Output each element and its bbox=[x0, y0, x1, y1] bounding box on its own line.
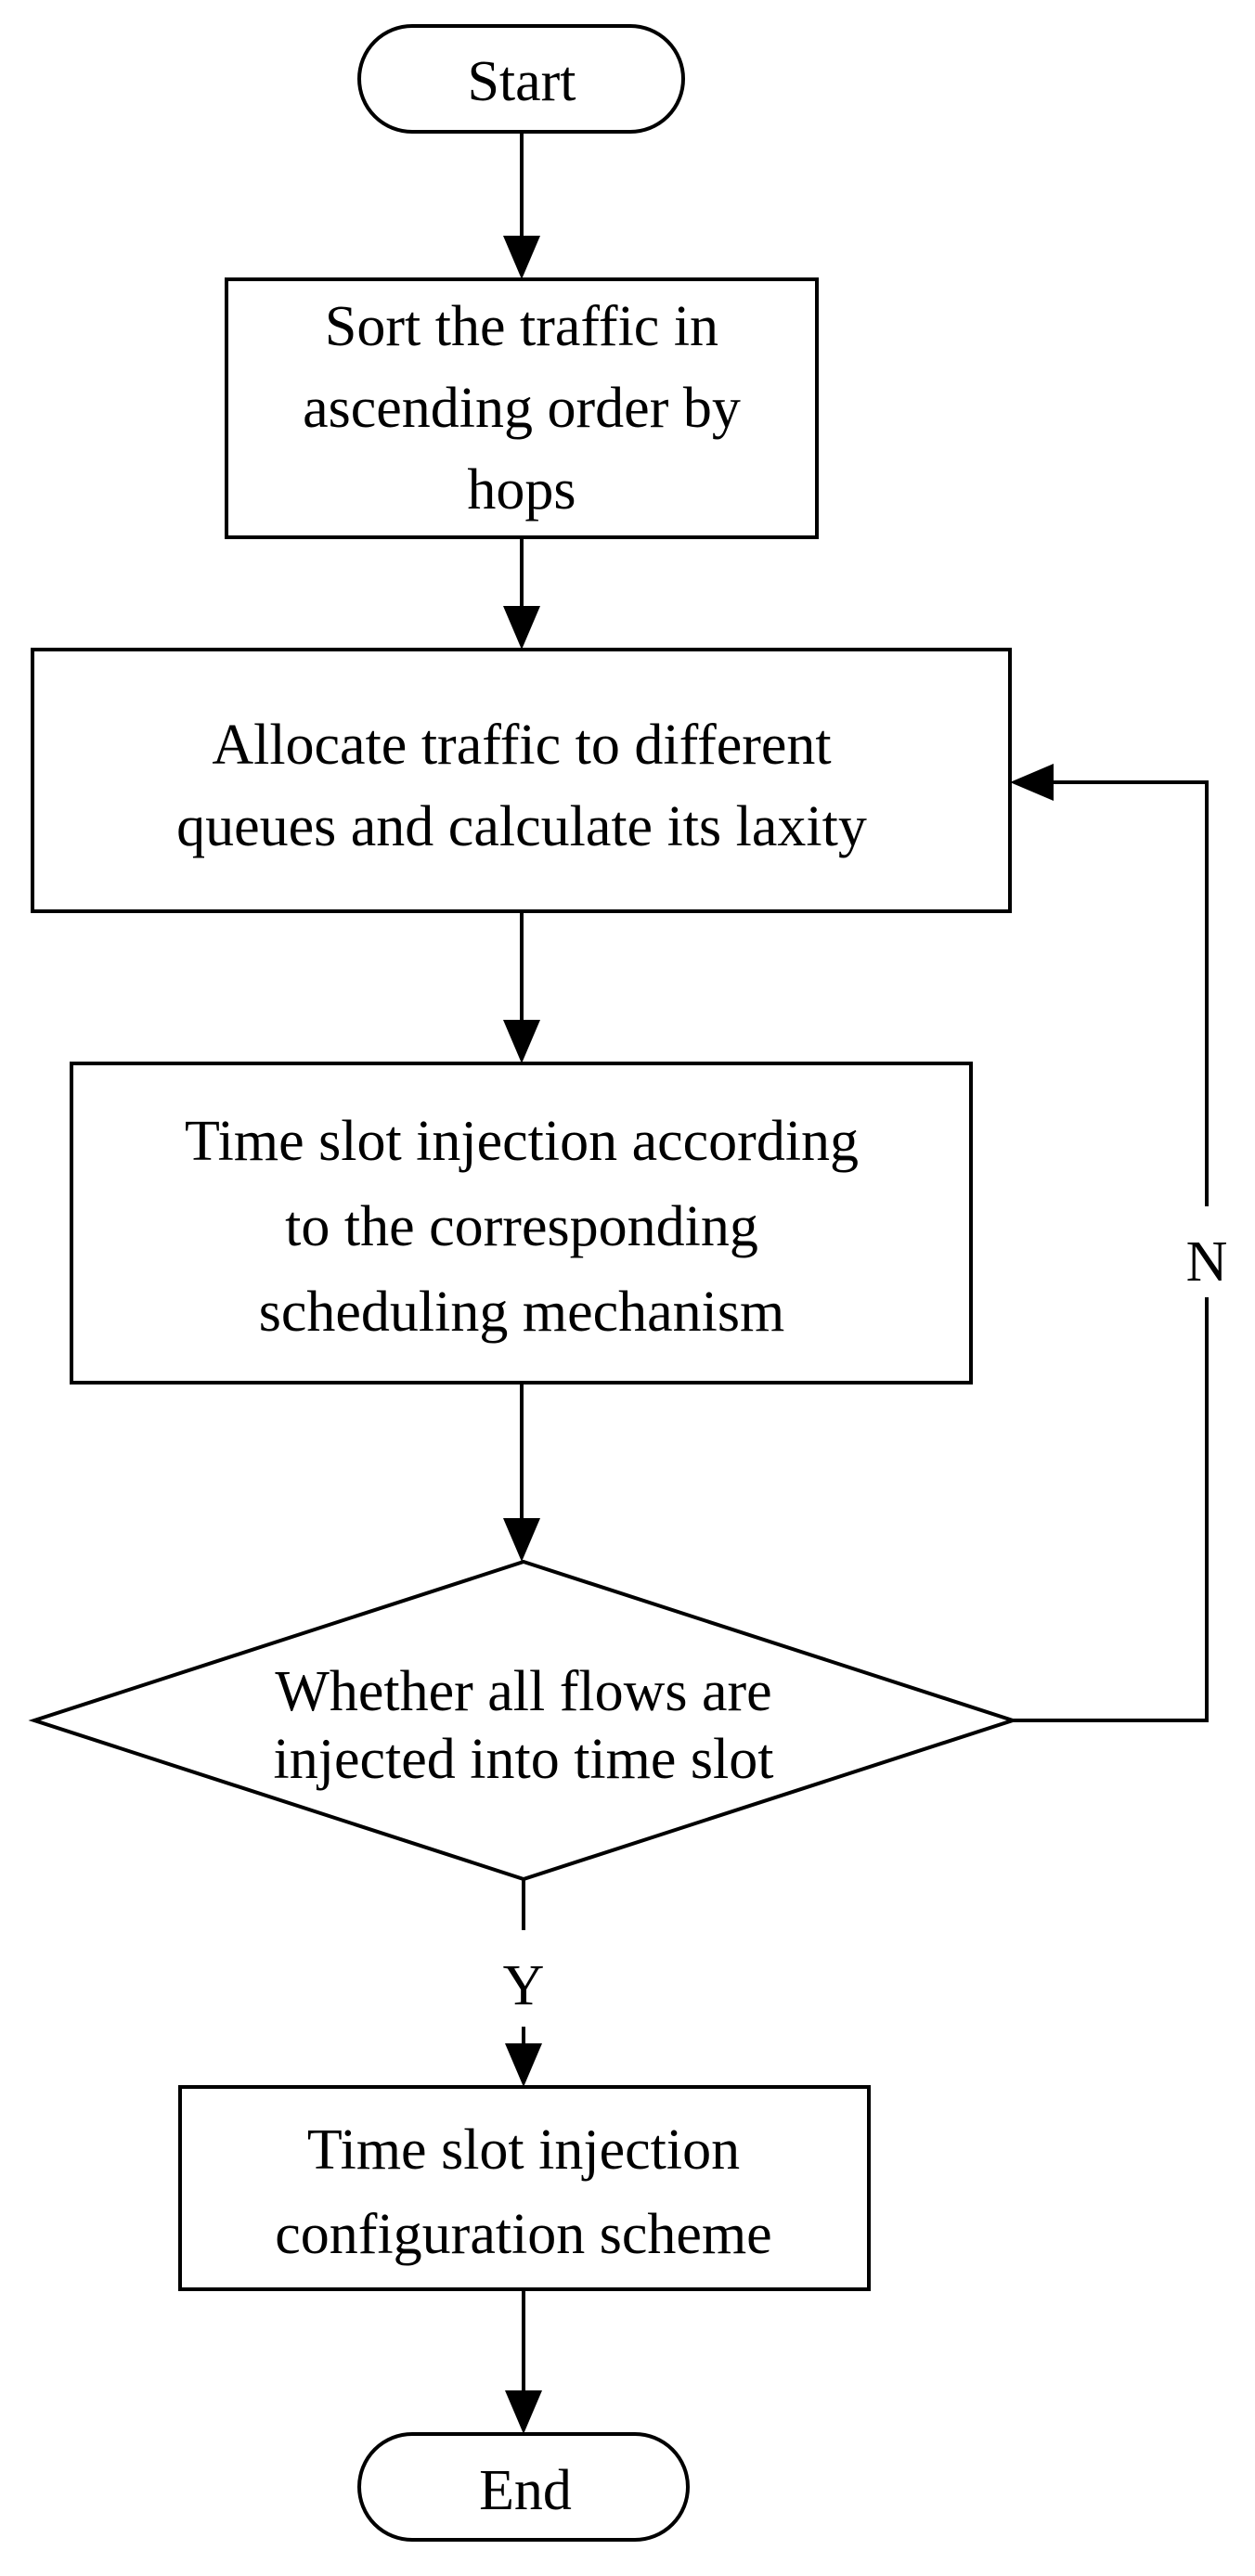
decision-label-line-1: Whether all flows are bbox=[275, 1660, 771, 1723]
config-label-line-1: Time slot injection bbox=[307, 2119, 740, 2182]
inject-label-line-1: Time slot injection according bbox=[185, 1110, 859, 1173]
allocate-label-line-1: Allocate traffic to different bbox=[212, 714, 831, 777]
allocate-label-line-2: queues and calculate its laxity bbox=[176, 795, 867, 858]
config-node: Time slot injection configuration scheme bbox=[178, 2085, 871, 2291]
edge-sort-to-allocate-arrowhead bbox=[503, 606, 540, 650]
sort-label-line-2: ascending order by bbox=[303, 377, 741, 440]
edge-sort-to-allocate bbox=[503, 537, 540, 650]
edge-allocate-to-inject bbox=[503, 911, 540, 1063]
edge-decision-to-allocate-line-upper bbox=[1050, 780, 1209, 1206]
edge-no-label: N bbox=[1186, 1230, 1228, 1294]
edge-allocate-to-inject-arrowhead bbox=[503, 1020, 540, 1063]
edge-config-to-end bbox=[505, 2289, 542, 2434]
edge-inject-to-decision-arrowhead bbox=[503, 1518, 540, 1562]
sort-label-line-3: hops bbox=[467, 458, 576, 522]
sort-node: Sort the traffic in ascending order by h… bbox=[225, 277, 819, 539]
edge-decision-to-allocate-line-lower bbox=[1013, 1297, 1209, 1722]
edge-yes-label: Y bbox=[503, 1954, 545, 2017]
inject-process-box bbox=[70, 1062, 973, 1385]
edge-config-to-end-arrowhead bbox=[505, 2390, 542, 2434]
decision-label-line-2: injected into time slot bbox=[274, 1728, 774, 1791]
edge-decision-to-allocate-arrowhead bbox=[1010, 764, 1054, 801]
edge-decision-to-config-arrowhead bbox=[505, 2043, 542, 2087]
start-node: Start bbox=[357, 24, 685, 134]
sort-label-line-1: Sort the traffic in bbox=[325, 295, 718, 358]
edge-inject-to-decision bbox=[503, 1383, 540, 1562]
edge-decision-to-allocate: N bbox=[1010, 764, 1228, 1722]
end-label: End bbox=[479, 2459, 572, 2522]
config-label-line-2: configuration scheme bbox=[275, 2203, 771, 2266]
start-label: Start bbox=[467, 50, 576, 113]
inject-label-line-3: scheduling mechanism bbox=[259, 1281, 784, 1344]
sort-process-box bbox=[225, 277, 819, 539]
allocate-node: Allocate traffic to different queues and… bbox=[31, 648, 1012, 913]
edge-start-to-sort bbox=[503, 132, 540, 279]
decision-node: Whether all flows are injected into time… bbox=[28, 1559, 1019, 1882]
edge-start-to-sort-arrowhead bbox=[503, 236, 540, 279]
inject-label-line-2: to the corresponding bbox=[285, 1195, 758, 1258]
allocate-process-box bbox=[31, 648, 1012, 913]
config-process-box bbox=[178, 2085, 871, 2291]
end-node: End bbox=[357, 2432, 690, 2542]
inject-node: Time slot injection according to the cor… bbox=[70, 1062, 973, 1385]
edge-decision-to-config: Y bbox=[503, 1879, 545, 2087]
